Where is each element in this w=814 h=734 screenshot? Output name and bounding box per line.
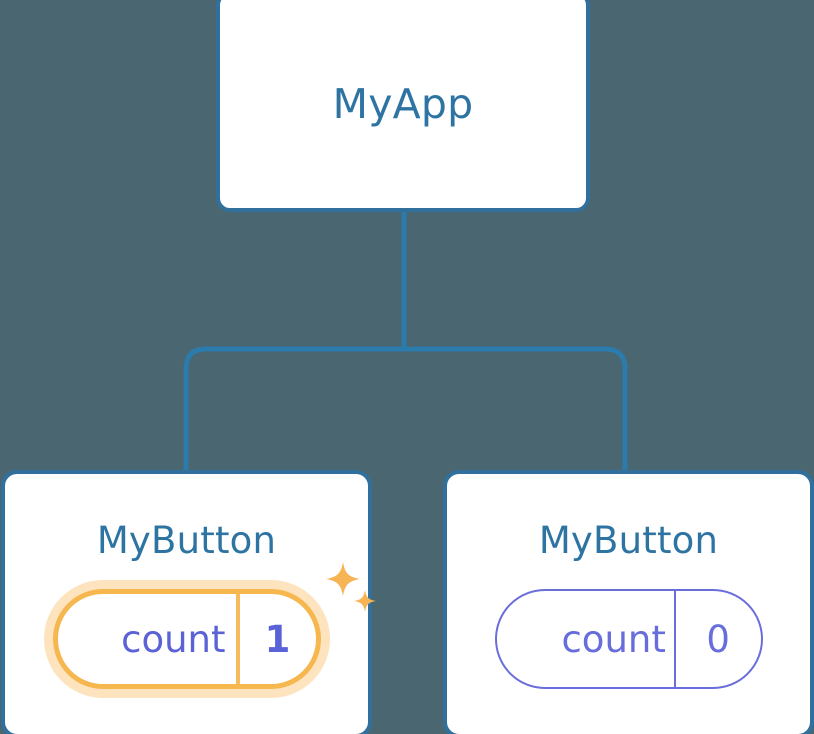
state-key-label-2: count (561, 617, 666, 661)
edge-root-to-child-left (183, 346, 404, 474)
edge-root-to-child-right (404, 346, 628, 474)
state-pill-divider-2 (673, 591, 676, 687)
state-value-2: 0 (706, 617, 730, 661)
node-mybutton-2[interactable]: MyButton count 0 (443, 470, 814, 734)
node-mybutton-1-title: MyButton (96, 519, 277, 562)
state-pill-container-2: count 0 (447, 584, 810, 694)
state-pill-count-2[interactable]: count 0 (494, 589, 763, 689)
state-pill-divider-1 (235, 594, 240, 684)
node-myapp[interactable]: MyApp (216, 0, 590, 212)
node-mybutton-1[interactable]: MyButton count 1 (1, 470, 376, 734)
node-mybutton-2-title: MyButton (538, 519, 719, 562)
node-myapp-title: MyApp (332, 80, 474, 128)
state-value-1: 1 (264, 617, 291, 661)
state-key-label-1: count (121, 617, 226, 661)
state-pill-container-1: count 1 (5, 584, 368, 694)
state-pill-count-1[interactable]: count 1 (52, 589, 321, 689)
